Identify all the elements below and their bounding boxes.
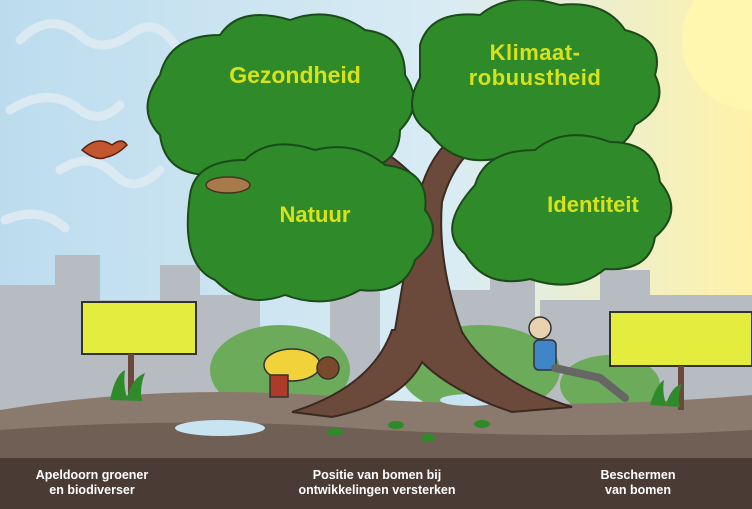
theme-label-identiteit: Identiteit <box>547 192 639 217</box>
sun <box>682 0 752 110</box>
left-sign-post <box>128 354 134 394</box>
gardener <box>263 348 340 398</box>
left-sign-board <box>81 301 197 355</box>
caption-left: Apeldoorn groener en biodiverser <box>35 468 149 497</box>
foliage-identiteit <box>451 134 673 286</box>
sitting-person <box>528 316 629 402</box>
theme-label-klimaatrobuustheid: Klimaat- robuustheid <box>468 40 602 91</box>
bird-nest <box>205 176 251 194</box>
swirl-clouds <box>0 19 180 233</box>
caption-bar <box>0 458 752 509</box>
theme-label-gezondheid: Gezondheid <box>229 62 361 88</box>
theme-label-natuur: Natuur <box>279 202 351 227</box>
plants <box>110 370 682 407</box>
caption-right: Beschermen van bomen <box>600 468 676 497</box>
right-sign-post <box>678 366 684 410</box>
fallen-leaves <box>327 420 490 442</box>
foliage-klimaatrobuustheid <box>411 0 661 166</box>
foliage-gezondheid <box>146 13 415 190</box>
puddle <box>175 420 265 436</box>
bird <box>80 140 128 160</box>
right-sign-board <box>609 311 752 367</box>
caption-center: Positie van bomen bij ontwikkelingen ver… <box>298 468 456 497</box>
